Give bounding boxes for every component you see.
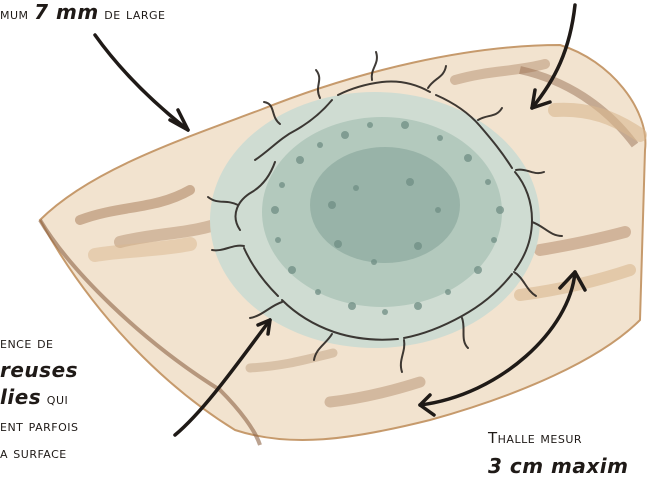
annotation-left-line5: a surface <box>0 440 78 467</box>
annotation-right-line1: Thalle mesur <box>488 424 628 452</box>
annotation-left-line4: ent parfois <box>0 413 78 440</box>
annotation-right-line2: 3 cm maxim <box>488 452 628 480</box>
annotation-left-line3-suffix: qui <box>47 390 68 408</box>
annotation-left-line2: reuses <box>0 357 78 384</box>
arrow-top-left <box>95 35 188 130</box>
annotation-top-left-bold: 7 mm <box>34 0 99 24</box>
annotation-top-left: mum 7 mm de large <box>0 0 166 24</box>
annotation-top-left-prefix: mum <box>0 5 29 23</box>
annotation-left-line3-bold: lies <box>0 385 41 409</box>
annotation-left-line3: lies qui <box>0 384 78 413</box>
annotation-left-block: ence de reuses lies qui ent parfois a su… <box>0 330 78 467</box>
annotation-right-block: Thalle mesur 3 cm maxim <box>488 424 628 480</box>
arrow-top-left-head <box>170 110 188 130</box>
annotation-left-line1: ence de <box>0 330 78 357</box>
annotation-top-left-suffix: de large <box>104 5 165 23</box>
